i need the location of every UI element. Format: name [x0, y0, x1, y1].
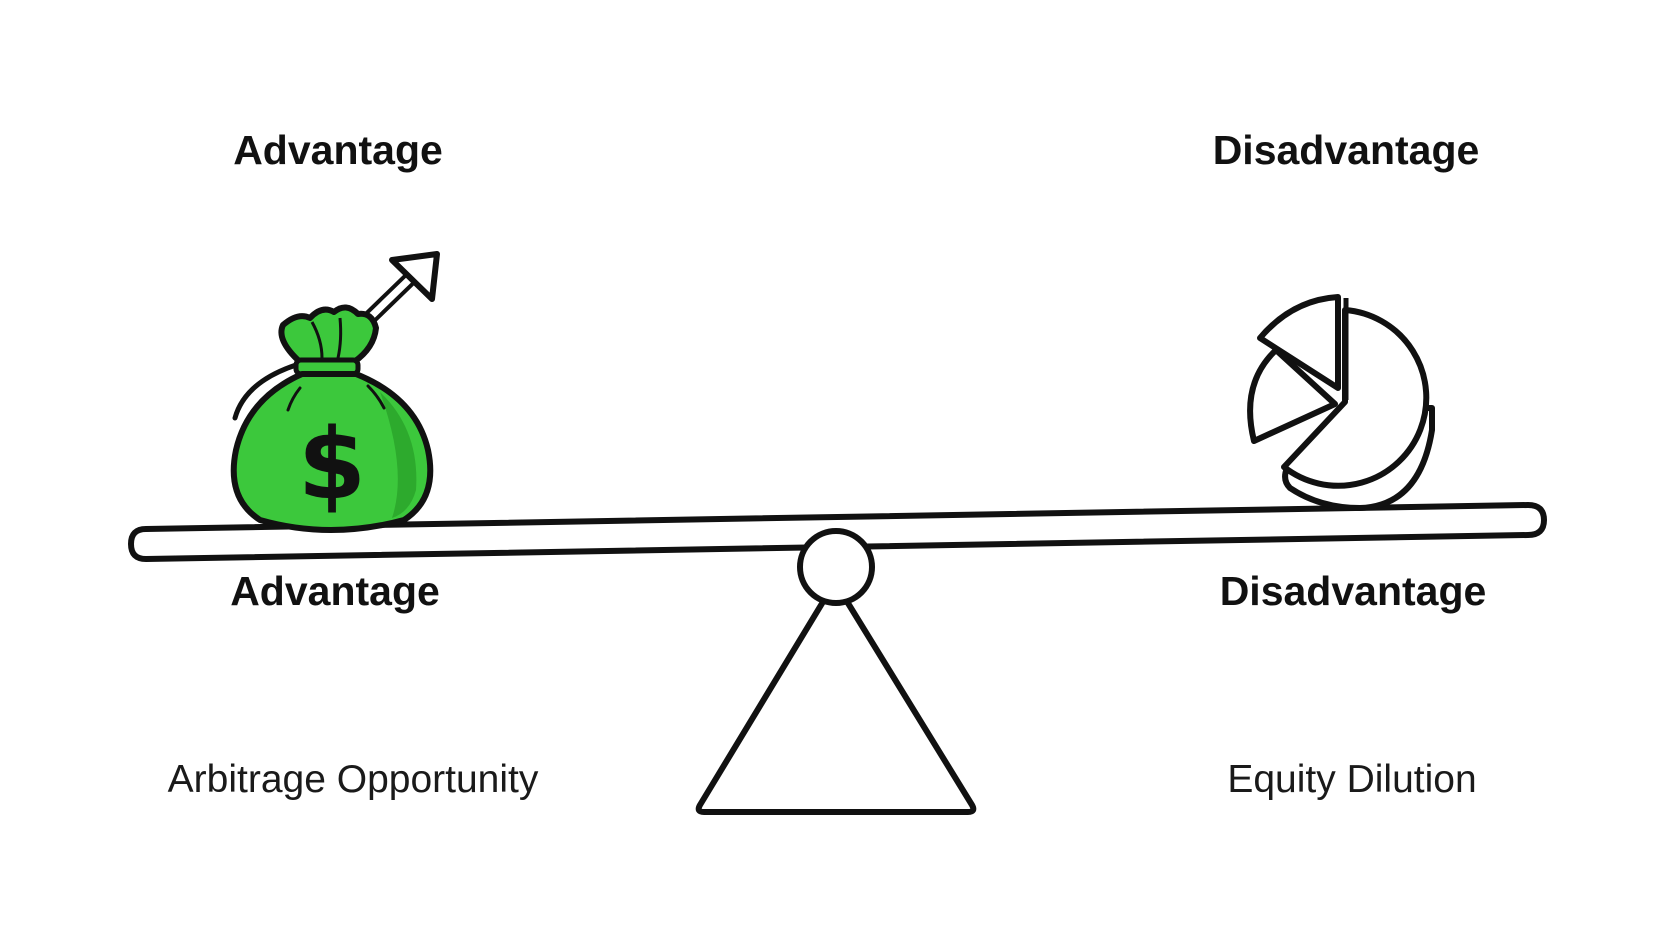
dollar-sign-glyph: $ — [298, 408, 366, 522]
fulcrum-triangle — [695, 579, 977, 815]
right-top-heading: Disadvantage — [1212, 127, 1480, 173]
right-beam-heading: Disadvantage — [1219, 568, 1487, 614]
pivot-circle — [797, 528, 875, 606]
left-top-heading: Advantage — [233, 127, 443, 173]
left-caption: Arbitrage Opportunity — [167, 758, 539, 801]
left-beam-heading: Advantage — [230, 568, 440, 614]
pie-chart-icon — [1247, 294, 1435, 511]
right-caption: Equity Dilution — [1227, 758, 1477, 801]
money-bag-icon: $ — [230, 251, 440, 533]
